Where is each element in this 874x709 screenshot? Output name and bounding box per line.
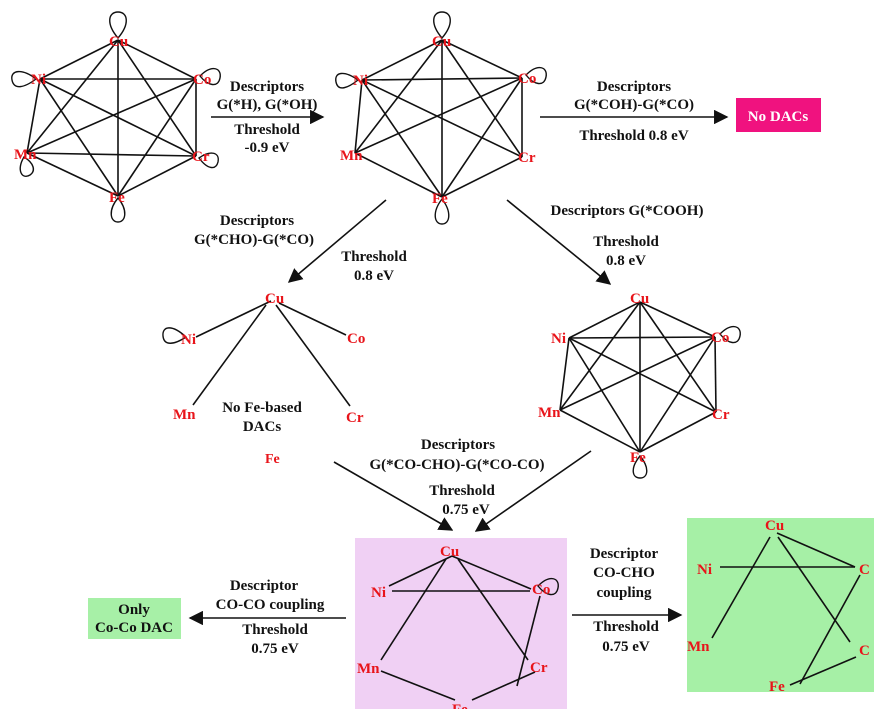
step5-left-threshold-value: 0.75 eV <box>251 641 299 657</box>
metal-label-co-cut: C <box>859 562 870 578</box>
step2-descriptor-title: Descriptors <box>597 79 671 95</box>
only-co-co-line1: Only <box>118 602 150 618</box>
cluster-no-fe: Cu Ni Co Mn Cr Fe No Fe-based DACs <box>162 291 365 467</box>
cluster-cooh-result: Cu Ni Co Mn Cr Fe <box>538 291 741 479</box>
step5-right-threshold-value: 0.75 eV <box>602 639 650 655</box>
step2-descriptor-value: G(*COH)-G(*CO) <box>574 97 694 113</box>
cluster-step1-result: Cu Ni Co Mn Cr Fe <box>335 11 547 225</box>
step4-descriptor-value: G(*CO-CHO)-G(*CO-CO) <box>370 457 545 473</box>
metal-label-mn: Mn <box>173 407 196 423</box>
metal-label-cu: Cu <box>765 518 784 534</box>
metal-label-co: Co <box>532 582 550 598</box>
step5-right-descriptor-title: Descriptor <box>590 546 659 562</box>
step4-threshold-value: 0.75 eV <box>442 502 490 518</box>
step3-right-threshold-title: Threshold <box>593 234 659 250</box>
metal-label-co: Co <box>193 72 211 88</box>
cluster-co-cho-result: Cu Ni Co Mn Cr Fe <box>357 544 559 709</box>
metal-label-cr: Cr <box>518 150 536 166</box>
metal-label-cr: Cr <box>712 407 730 423</box>
metal-label-ni: Ni <box>353 73 368 89</box>
step3-right-threshold-value: 0.8 eV <box>606 253 646 269</box>
step3-right-descriptor: Descriptors G(*COOH) <box>551 203 704 219</box>
candidate-panel-purple <box>355 538 567 709</box>
metal-label-ni: Ni <box>551 331 566 347</box>
step5-left-descriptor-title: Descriptor <box>230 578 299 594</box>
step5-right-descriptor-line3: coupling <box>596 585 652 601</box>
step4-descriptor-title: Descriptors <box>421 437 495 453</box>
no-fe-note-line2: DACs <box>243 419 281 435</box>
no-fe-note-line1: No Fe-based <box>222 400 302 416</box>
step1-descriptor-value: G(*H), G(*OH) <box>217 97 318 113</box>
cluster-final-green: Cu Ni C Mn C Fe <box>687 518 870 695</box>
metal-label-cu: Cu <box>440 544 459 560</box>
only-co-co-line2: Co-Co DAC <box>95 620 173 636</box>
metal-label-cr: Cr <box>530 660 548 676</box>
metal-label-mn: Mn <box>340 148 363 164</box>
metal-label-mn: Mn <box>687 639 710 655</box>
step2-threshold: Threshold 0.8 eV <box>579 128 688 144</box>
metal-label-fe-removed: Fe <box>265 452 280 467</box>
metal-label-cr: Cr <box>346 410 364 426</box>
step5-right-threshold-title: Threshold <box>593 619 659 635</box>
metal-label-cu: Cu <box>432 34 451 50</box>
metal-label-fe: Fe <box>432 191 448 207</box>
metal-label-cr-cut: C <box>859 643 870 659</box>
step5-left-descriptor-value: CO-CO coupling <box>216 597 325 613</box>
arrow-step3-right <box>506 199 612 285</box>
metal-label-co: Co <box>347 331 365 347</box>
step1-descriptor-title: Descriptors <box>230 79 304 95</box>
metal-label-cu: Cu <box>630 291 649 307</box>
step1-threshold-value: -0.9 eV <box>245 140 290 156</box>
metal-label-co: Co <box>518 71 536 87</box>
metal-label-ni: Ni <box>31 72 46 88</box>
step3-left-threshold-title: Threshold <box>341 249 407 265</box>
no-dacs-box <box>736 98 821 132</box>
metal-label-cu: Cu <box>265 291 284 307</box>
metal-label-co: Co <box>711 330 729 346</box>
metal-label-cu: Cu <box>109 34 128 50</box>
metal-label-mn: Mn <box>538 405 561 421</box>
step1-threshold-title: Threshold <box>234 122 300 138</box>
arrow-step4-right <box>474 450 592 532</box>
candidate-panel-green <box>687 518 874 692</box>
step3-left-descriptor-title: Descriptors <box>220 213 294 229</box>
metal-label-ni: Ni <box>371 585 386 601</box>
only-co-co-box <box>88 598 181 639</box>
step3-left-threshold-value: 0.8 eV <box>354 268 394 284</box>
metal-label-fe: Fe <box>109 190 125 206</box>
step5-right-descriptor-line2: CO-CHO <box>593 565 655 581</box>
metal-label-cr: Cr <box>192 149 210 165</box>
metal-label-ni: Ni <box>697 562 712 578</box>
metal-label-mn: Mn <box>14 147 37 163</box>
metal-label-ni: Ni <box>181 332 196 348</box>
arrow-step4-left <box>333 461 454 531</box>
metal-label-fe: Fe <box>452 702 468 709</box>
metal-label-mn: Mn <box>357 661 380 677</box>
no-dacs-label: No DACs <box>748 109 809 125</box>
arrow-step3-left <box>287 199 387 283</box>
metal-label-fe: Fe <box>630 450 646 466</box>
step5-left-threshold-title: Threshold <box>242 622 308 638</box>
step4-threshold-title: Threshold <box>429 483 495 499</box>
metal-label-fe: Fe <box>769 679 785 695</box>
cluster-all-metals: Cu Ni Co Mn Cr Fe <box>11 11 221 223</box>
step3-left-descriptor-value: G(*CHO)-G(*CO) <box>194 232 314 248</box>
